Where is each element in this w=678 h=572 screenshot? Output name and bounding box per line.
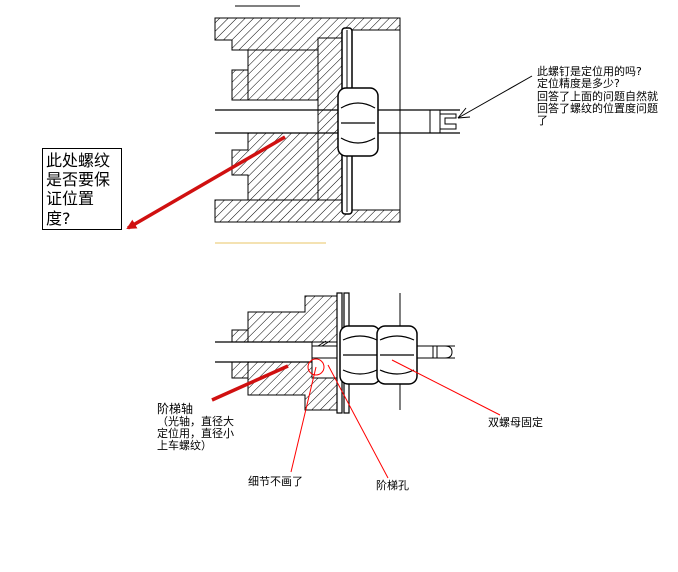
screw-leader-arrowhead (457, 107, 471, 119)
hex-nut-second (376, 325, 418, 385)
screw-slot-end (429, 110, 457, 133)
nut-leader (391, 359, 501, 416)
screw-question-line-3: 回答了上面的问题自然就 (537, 90, 658, 103)
screw-leader-line (457, 75, 533, 119)
upper-housing-section (214, 17, 401, 51)
screw-question-line-5: 了 (537, 114, 548, 127)
screw-question-line-2: 定位精度是多少? (537, 77, 620, 90)
detail-circle (307, 358, 325, 376)
stepped-shaft-label-2: （光轴，直径大 (157, 415, 234, 428)
thread-question-line-3: 证位置 (46, 189, 95, 209)
bottom-assembly-drawing (211, 292, 501, 479)
lower-housing-section (214, 199, 401, 223)
thread-question-line-4: 度? (46, 208, 71, 228)
hex-nut-top (337, 87, 379, 157)
housing-upper-block (247, 49, 319, 101)
hex-nut-first (339, 325, 381, 385)
top-assembly-drawing (126, 5, 533, 244)
thread-question-box: 此处螺纹 是否要保 证位置 度? (42, 148, 122, 230)
stepped-shaft-label-3: 定位用，直径小 (157, 427, 234, 440)
double-nut-label: 双螺母固定 (488, 416, 543, 429)
stepped-shaft-label-4: 上车螺纹） (157, 439, 212, 452)
hole-leader (327, 364, 389, 479)
shaft-red-arrow (211, 364, 289, 402)
stepped-shaft-label-1: 阶梯轴 (157, 402, 194, 416)
thread-question-line-1: 此处螺纹 (46, 151, 111, 170)
housing-left-block (231, 69, 249, 101)
bottom-housing-upper (247, 295, 338, 343)
screw-question-line-4: 回答了螺纹的位置度问题 (537, 102, 658, 115)
thread-marks (317, 340, 331, 347)
detail-omitted-label: 细节不画了 (248, 475, 303, 488)
bottom-screw-slot (425, 345, 453, 359)
detail-leader (290, 366, 317, 473)
thread-question-line-2: 是否要保 (46, 170, 111, 190)
thread-red-arrow (126, 135, 286, 230)
stepped-hole-label: 阶梯孔 (376, 479, 409, 492)
screw-question-line-1: 此螺钉是定位用的吗? (537, 65, 642, 78)
